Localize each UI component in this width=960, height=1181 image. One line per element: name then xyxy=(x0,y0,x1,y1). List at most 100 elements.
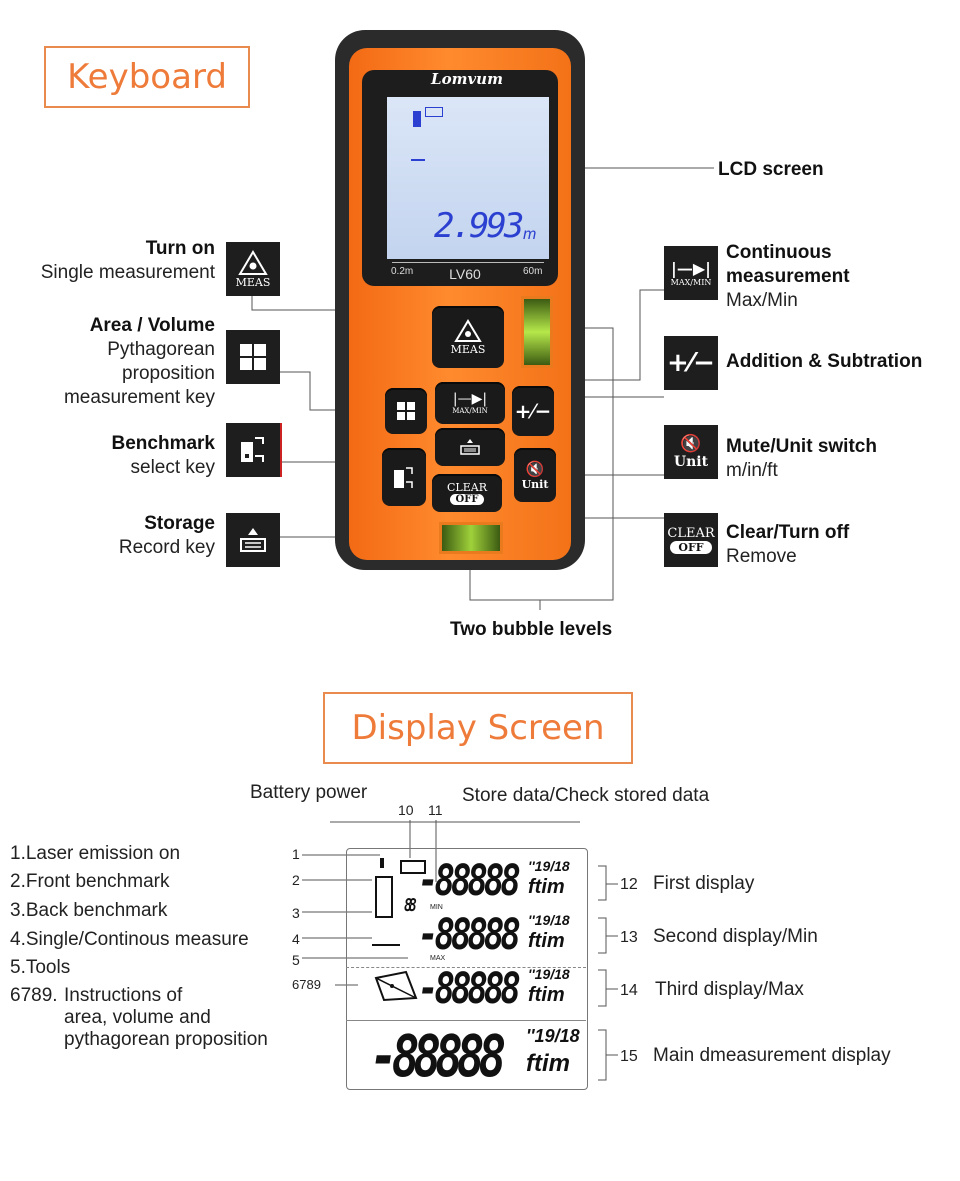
segment-unit-top-1: ''19/18 xyxy=(528,858,570,874)
max-min-text: Max/Min xyxy=(726,290,798,311)
pythagorean-line-1: Pythagorean xyxy=(107,339,215,360)
unit-label: Unit xyxy=(521,477,549,491)
lcd-diagram-frame xyxy=(346,848,588,1090)
record-key-text: Record key xyxy=(118,537,215,558)
area-volume-label: Area / Volume Pythagorean proposition me… xyxy=(0,314,215,410)
mute-icon: 🔇 xyxy=(525,459,545,478)
continuous-arrow-icon: |—▶| xyxy=(452,391,488,407)
clear-icon-label: CLEAR xyxy=(667,526,715,541)
display-item-6789-line-1: Instructions of xyxy=(64,985,183,1006)
row-12-num: 12 xyxy=(620,876,638,893)
unit-button[interactable]: 🔇 Unit xyxy=(514,448,556,502)
plus-minus-icon: +⁄− xyxy=(514,399,552,423)
bubble-level-vertical xyxy=(521,296,553,368)
segment-display-main: -88888 xyxy=(370,1022,506,1090)
laser-icon xyxy=(380,858,384,868)
continuous-title-2: measurement xyxy=(726,266,850,287)
maxmin-icon-label: MAX/MIN xyxy=(670,278,712,287)
row-13-label: Second display/Min xyxy=(653,926,818,947)
single-measure-icon xyxy=(372,944,400,946)
area-volume-button[interactable] xyxy=(385,388,427,434)
benchmark-icon xyxy=(394,467,413,488)
benchmark-icon xyxy=(241,437,264,462)
row-15-num: 15 xyxy=(620,1048,638,1065)
storage-title: Storage xyxy=(144,513,215,534)
keyboard-title: Keyboard xyxy=(44,46,250,108)
lcd-diagram-divider-2 xyxy=(346,1020,586,1021)
unit-icon-callout: 🔇 Unit xyxy=(664,425,718,479)
segment-display-3: -88888 xyxy=(418,964,521,1014)
remove-text: Remove xyxy=(726,546,797,567)
segment-unit-bottom-main: ftim xyxy=(526,1050,570,1077)
continuous-button[interactable]: |—▶| MAX/MIN xyxy=(435,382,505,424)
num-11: 11 xyxy=(428,802,443,818)
device-icon xyxy=(413,111,421,127)
meas-icon-label: MEAS xyxy=(235,275,271,289)
row-14-num: 14 xyxy=(620,982,638,999)
clear-icon-callout: CLEAR OFF xyxy=(664,513,718,567)
bubble-levels-label: Two bubble levels xyxy=(450,619,613,640)
unit-icon-label: Unit xyxy=(673,454,709,470)
row-13-num: 13 xyxy=(620,929,638,946)
scale-max: 60m xyxy=(523,266,543,277)
storage-icon-callout xyxy=(226,513,280,567)
benchmark-button[interactable] xyxy=(382,448,426,506)
display-item-6789-num: 6789. xyxy=(10,985,58,1006)
pythagorean-line-3: measurement key xyxy=(63,387,215,408)
row-15-label: Main dmeasurement display xyxy=(653,1045,891,1066)
left-num-2: 2 xyxy=(292,872,300,888)
display-item-2: 2.Front benchmark xyxy=(10,871,170,892)
segment-unit-bottom-3: ftim xyxy=(528,984,565,1006)
segment-unit-top-2: ''19/18 xyxy=(528,912,570,928)
maxmin-label: MAX/MIN xyxy=(452,407,488,415)
display-item-4: 4.Single/Continous measure xyxy=(10,929,249,950)
continuous-icon-callout: |—▶| MAX/MIN xyxy=(664,246,718,300)
lcd-unit: m xyxy=(523,226,537,243)
pythagorean-line-2: proposition xyxy=(122,363,215,384)
turn-on-label: Turn on Single measurement xyxy=(0,237,215,285)
area-volume-title: Area / Volume xyxy=(89,315,215,336)
num-10: 10 xyxy=(398,802,414,818)
benchmark-icon-callout xyxy=(226,423,282,477)
row-14-label: Third display/Max xyxy=(655,979,804,1000)
plus-minus-button[interactable]: +⁄− xyxy=(512,386,554,436)
lcd-scale xyxy=(392,262,544,263)
clear-label: Clear/Turn off Remove xyxy=(726,521,849,569)
scale-min: 0.2m xyxy=(391,266,414,277)
display-item-5: 5.Tools xyxy=(10,957,71,978)
model-label: LV60 xyxy=(449,266,481,282)
left-num-5: 5 xyxy=(292,952,300,968)
display-item-6789-line-3: pythagorean proposition xyxy=(64,1029,268,1050)
lcd-reading: 2.993 xyxy=(434,206,524,246)
units-text: m/in/ft xyxy=(726,460,778,481)
grid-icon xyxy=(397,402,415,420)
row-12-label: First display xyxy=(653,873,755,894)
continuous-arrow-icon: |—▶| xyxy=(671,259,711,278)
display-item-6789-line-2: area, volume and xyxy=(64,1007,211,1028)
brand-logo: Lomvum xyxy=(431,70,503,88)
meas-icon-callout: MEAS xyxy=(226,242,280,296)
area-volume-icon-callout xyxy=(226,330,280,384)
clear-button[interactable]: CLEAR OFF xyxy=(432,474,502,512)
clear-label: CLEAR xyxy=(447,481,487,494)
storage-button[interactable] xyxy=(435,428,505,466)
max-label: MAX xyxy=(430,955,446,962)
storage-label: Storage Record key xyxy=(0,512,215,560)
segment-display-1: -88888 xyxy=(418,856,521,906)
meas-button[interactable]: MEAS xyxy=(432,306,504,368)
display-item-3: 3.Back benchmark xyxy=(10,900,168,921)
off-label: OFF xyxy=(449,494,485,505)
lcd-screen-label: LCD screen xyxy=(718,159,824,180)
left-num-4: 4 xyxy=(292,931,300,947)
segment-unit-top-3: ''19/18 xyxy=(528,966,570,982)
display-item-1: 1.Laser emission on xyxy=(10,843,181,864)
single-measure-icon xyxy=(411,159,425,161)
bubble-level-horizontal xyxy=(439,522,503,554)
mute-label: Mute/Unit switch m/in/ft xyxy=(726,435,877,483)
segment-small: 88 xyxy=(404,896,417,916)
segment-display-2: -88888 xyxy=(418,910,521,960)
benchmark-label: Benchmark select key xyxy=(0,432,216,480)
select-key-text: select key xyxy=(130,457,215,478)
lcd-diagram-divider-1 xyxy=(346,967,586,968)
